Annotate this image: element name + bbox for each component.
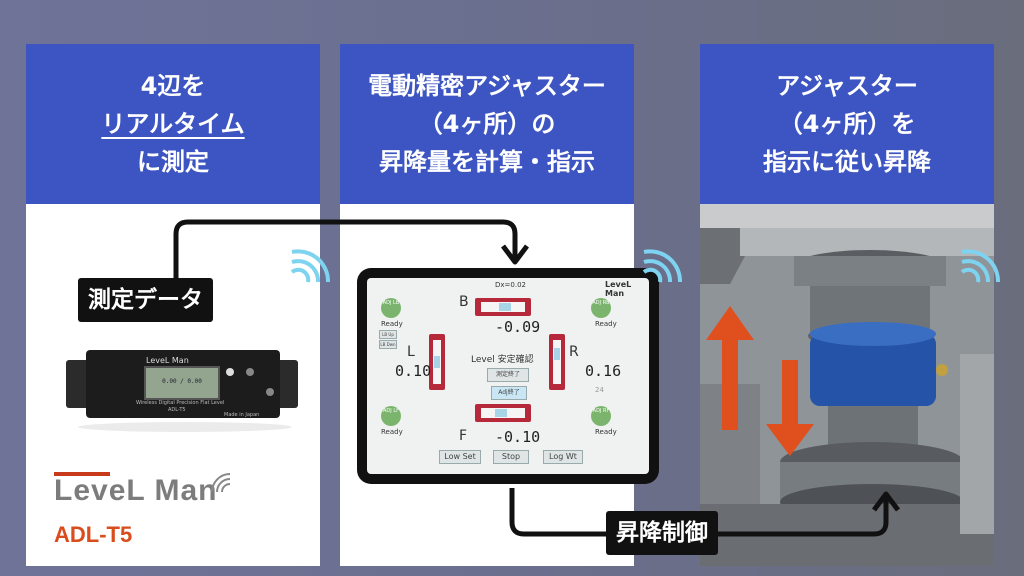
adj-rb-indicator[interactable]: ADJ RB bbox=[591, 298, 611, 318]
gauge-b bbox=[475, 298, 531, 316]
adj-rb-status: Ready bbox=[595, 320, 617, 328]
device-logo: LeveL Man bbox=[146, 356, 189, 365]
tablet-number: 24 bbox=[595, 386, 604, 394]
edge-label-b: B bbox=[459, 294, 469, 310]
lb-up-button[interactable]: LB Up bbox=[379, 330, 397, 339]
lb-down-button[interactable]: LB Dwn bbox=[379, 340, 397, 349]
tablet-device: Dx=0.02 LeveL Man ADJ LB Ready ADJ RB Re… bbox=[357, 268, 659, 484]
edge-label-r: R bbox=[569, 344, 579, 360]
wifi-icon-adjuster bbox=[960, 249, 1001, 283]
gauge-f bbox=[475, 404, 531, 422]
tablet-logo: LeveL Man bbox=[605, 280, 632, 298]
tablet-screen: Dx=0.02 LeveL Man ADJ LB Ready ADJ RB Re… bbox=[367, 278, 649, 474]
adj-lb-status: Ready bbox=[381, 320, 403, 328]
panel-compute-header: 電動精密アジャスター （4ヶ所）の 昇降量を計算・指示 bbox=[340, 44, 634, 204]
adjuster-photo bbox=[700, 204, 994, 566]
stable-text: Level 安定確認 bbox=[471, 355, 534, 365]
panel-compute-line1: 電動精密アジャスター bbox=[368, 72, 606, 100]
panel-adjuster: アジャスター （4ヶ所）を 指示に従い昇降 bbox=[700, 44, 994, 566]
value-f: -0.10 bbox=[495, 428, 541, 446]
value-r: 0.16 bbox=[585, 362, 622, 380]
panel-adjuster-header: アジャスター （4ヶ所）を 指示に従い昇降 bbox=[700, 44, 994, 204]
device-button bbox=[246, 368, 254, 376]
adj-done-button[interactable]: Adj終了 bbox=[491, 386, 527, 400]
panel-adjuster-line1: アジャスター bbox=[776, 72, 918, 100]
log-write-button[interactable]: Log Wt bbox=[543, 450, 583, 464]
lift-arrows-icon bbox=[706, 306, 814, 456]
panel-measure-line1: 4辺を bbox=[140, 72, 206, 100]
device-lcd: 0.00 / 0.00 bbox=[144, 366, 220, 400]
device-shadow bbox=[78, 422, 292, 432]
device-desc: Wireless Digital Precision Flat Level bbox=[136, 400, 225, 406]
panel-measure-line2: リアルタイム bbox=[101, 110, 245, 138]
device-lcd-text: 0.00 / 0.00 bbox=[162, 378, 202, 385]
value-b: -0.09 bbox=[495, 318, 541, 336]
panel-compute-line3: 昇降量を計算・指示 bbox=[379, 148, 595, 176]
lift-control-label: 昇降制御 bbox=[606, 511, 718, 555]
measure-done-button[interactable]: 測定終了 bbox=[487, 368, 529, 382]
device-model: ADL-T5 bbox=[168, 407, 186, 413]
brand-wifi-icon bbox=[211, 473, 231, 493]
adj-lf-status: Ready bbox=[381, 428, 403, 436]
edge-label-l: L bbox=[407, 344, 415, 360]
adj-rf-status: Ready bbox=[595, 428, 617, 436]
brand-bar bbox=[54, 472, 110, 476]
panel-compute-line2: （4ヶ所）の bbox=[418, 110, 556, 138]
adj-lf-indicator[interactable]: ADJ LF bbox=[381, 406, 401, 426]
panel-measure: 4辺を リアルタイム に測定 LeveL Man 0.00 / 0.00 Wir… bbox=[26, 44, 320, 566]
value-l: 0.10 bbox=[395, 362, 432, 380]
panel-measure-line3: に測定 bbox=[137, 148, 209, 176]
panel-adjuster-line3: 指示に従い昇降 bbox=[763, 148, 931, 176]
adj-lb-indicator[interactable]: ADJ LB bbox=[381, 298, 401, 318]
wifi-icon-device bbox=[290, 249, 331, 283]
edge-label-f: F bbox=[459, 428, 468, 444]
tablet-header: Dx=0.02 bbox=[495, 281, 526, 289]
device-made: Made in Japan bbox=[224, 412, 260, 418]
device-body: LeveL Man 0.00 / 0.00 Wireless Digital P… bbox=[86, 350, 280, 418]
device-power-button bbox=[226, 368, 234, 376]
panel-adjuster-line2: （4ヶ所）を bbox=[778, 110, 916, 138]
low-set-button[interactable]: Low Set bbox=[439, 450, 481, 464]
measure-data-label: 測定データ bbox=[78, 278, 213, 322]
gauge-l bbox=[429, 334, 445, 390]
level-device-image: LeveL Man 0.00 / 0.00 Wireless Digital P… bbox=[58, 344, 298, 462]
adj-rf-indicator[interactable]: ADJ RF bbox=[591, 406, 611, 426]
brand-logo: LeveL Man bbox=[54, 474, 218, 507]
stop-button[interactable]: Stop bbox=[493, 450, 529, 464]
gauge-r bbox=[549, 334, 565, 390]
brand-model: ADL-T5 bbox=[54, 522, 133, 547]
device-zero-button bbox=[266, 388, 274, 396]
wifi-icon-tablet bbox=[642, 249, 683, 283]
panel-measure-header: 4辺を リアルタイム に測定 bbox=[26, 44, 320, 204]
